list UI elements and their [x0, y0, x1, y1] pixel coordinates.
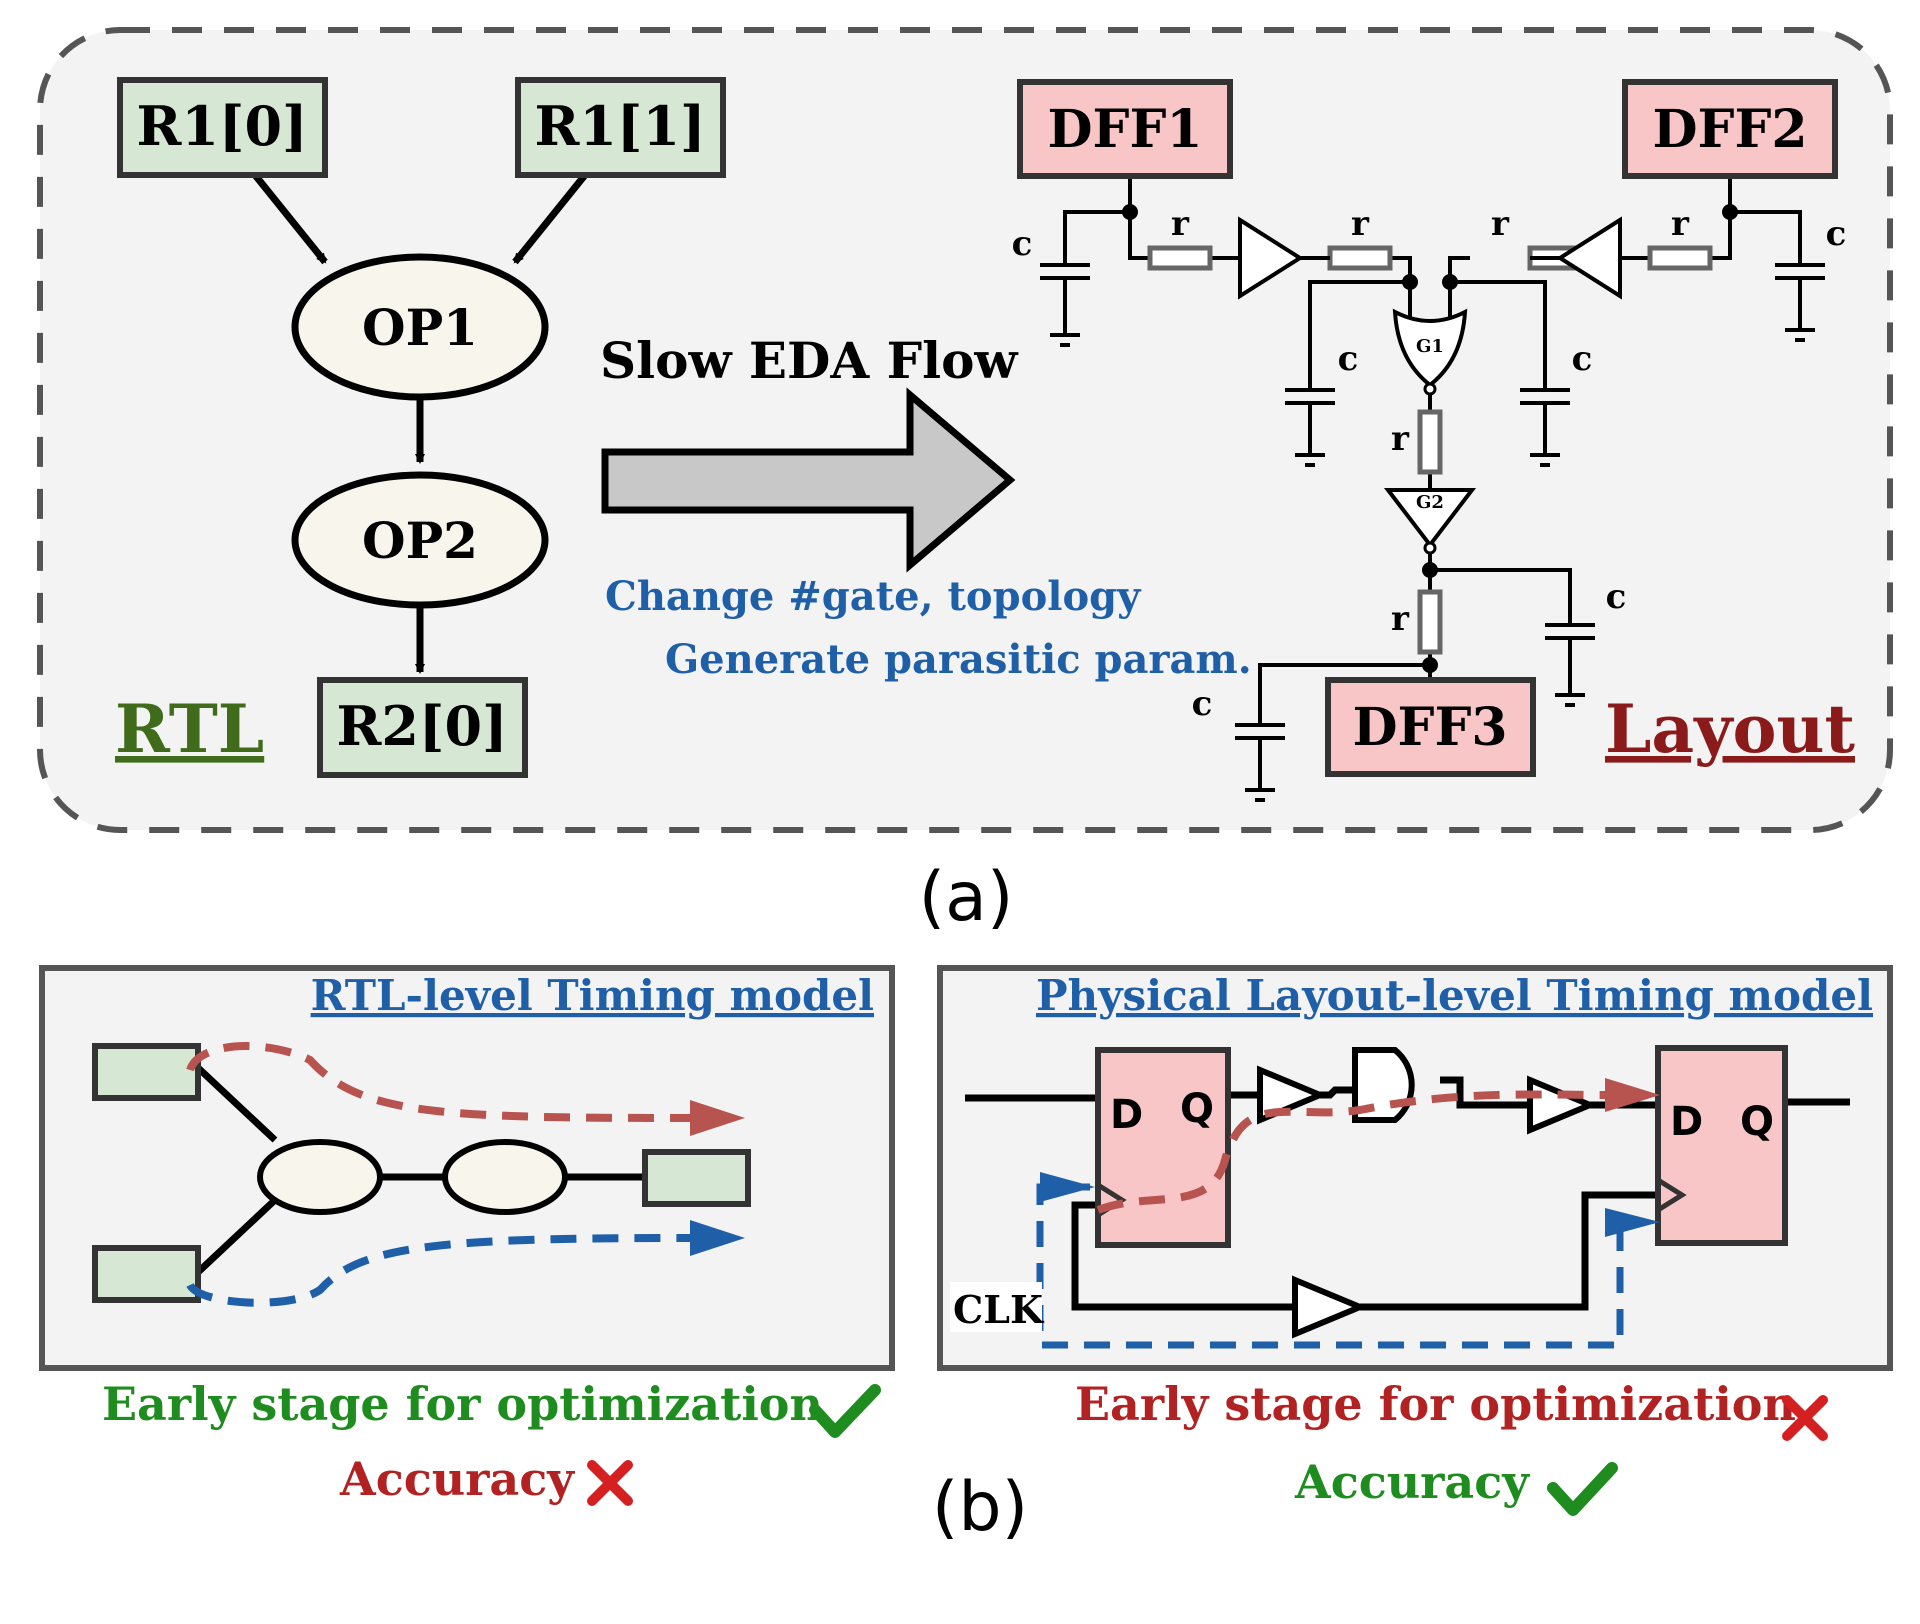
physical-blue-arrowhead-left [1040, 1172, 1095, 1202]
check-icon [1547, 1462, 1618, 1516]
physical-dff-left [1095, 1047, 1231, 1248]
layout-capacitors [1040, 263, 1825, 802]
clk-label-bg [950, 1282, 1042, 1332]
rtl-output-label: R2[0] [336, 694, 507, 758]
rtl-model-op-1 [257, 1139, 383, 1215]
physical-red-path [1096, 1090, 1611, 1214]
rtl-model-blue-arrowhead [690, 1220, 745, 1256]
dff-left-pin-q: Q [1180, 1086, 1214, 1132]
c-label-5: c [1606, 577, 1627, 617]
dff2-label: DFF2 [1652, 99, 1807, 160]
panel-b-right-title: Physical Layout-level Timing model [1036, 971, 1873, 1020]
rtl-model-in-0 [92, 1043, 201, 1101]
eda-flow-arrow [601, 387, 1016, 573]
dff-right-pin-d: D [1670, 1099, 1703, 1145]
dff-right-pin-q: Q [1740, 1099, 1774, 1145]
dff-right-clock-pin [1656, 1177, 1687, 1213]
clk-label: CLK [953, 1287, 1045, 1332]
rtl-model-out [642, 1149, 751, 1207]
layout-buffer-right [1556, 216, 1622, 300]
rtl-model-op-2 [442, 1139, 568, 1215]
physical-clk-buffer [1292, 1275, 1368, 1339]
gate-g2-label: G2 [1416, 492, 1444, 513]
dff3-label: DFF3 [1352, 697, 1507, 758]
physical-wires [965, 1076, 1850, 1311]
op-node-1 [291, 253, 549, 401]
r-label-5: r [1391, 419, 1410, 459]
right-accuracy-text: Accuracy [1294, 1455, 1530, 1509]
left-early-stage-text: Early stage for optimization [102, 1377, 823, 1431]
gate-g1-label: G1 [1416, 336, 1444, 357]
layout-label: Layout [1605, 690, 1856, 768]
rtl-model-edges [192, 1062, 648, 1278]
c-label-1: c [1012, 224, 1033, 264]
dff2-box [1622, 79, 1838, 179]
caption-a: (a) [919, 858, 1014, 937]
caption-b: (b) [932, 1468, 1028, 1547]
op-node-2 [291, 471, 549, 609]
r-label-6: r [1391, 599, 1410, 639]
dff1-box [1017, 79, 1233, 179]
cross-icon [587, 1460, 633, 1506]
physical-blue-arrowhead-right [1605, 1208, 1660, 1237]
r-label-3: r [1491, 204, 1510, 244]
layout-rc-labels: r r r r r r c c c c c c [1012, 204, 1847, 724]
dff1-label: DFF1 [1047, 99, 1202, 160]
rtl-model-blue-path [186, 1234, 691, 1307]
right-early-stage-text: Early stage for optimization [1075, 1377, 1796, 1431]
op-node-2-label: OP2 [362, 511, 478, 570]
rtl-input-label-1: R1[1] [534, 94, 705, 158]
c-label-3: c [1338, 339, 1359, 379]
rtl-label: RTL [115, 690, 264, 768]
rtl-input-label-0: R1[0] [136, 94, 307, 158]
rtl-input-box-0 [117, 77, 328, 178]
dff-left-pin-d: D [1110, 1092, 1143, 1138]
layout-junctions [1122, 204, 1738, 673]
left-accuracy-text: Accuracy [339, 1452, 575, 1506]
cross-icon [1782, 1395, 1828, 1441]
check-icon [809, 1384, 881, 1438]
gate-g1 [1392, 308, 1468, 388]
rtl-model-red-arrowhead [690, 1100, 745, 1136]
rtl-output-box [317, 677, 528, 778]
c-label-4: c [1572, 339, 1593, 379]
dff3-box [1325, 677, 1536, 777]
rtl-model-red-path [186, 1042, 691, 1122]
physical-buffer-1 [1257, 1065, 1328, 1125]
physical-red-arrowhead [1605, 1078, 1660, 1112]
op-node-1-label: OP1 [362, 298, 478, 357]
rtl-input-box-1 [515, 77, 726, 178]
physical-dff-right [1655, 1045, 1788, 1246]
layout-buffer-left [1238, 216, 1304, 300]
r-label-1: r [1171, 204, 1190, 244]
panel-b-left-title: RTL-level Timing model [311, 971, 874, 1020]
c-label-2: c [1826, 214, 1847, 254]
r-label-2: r [1351, 204, 1370, 244]
r-label-4: r [1671, 204, 1690, 244]
eda-flow-title: Slow EDA Flow [600, 331, 1019, 390]
eda-note-1: Change #gate, topology [605, 573, 1142, 620]
rtl-model-in-1 [92, 1245, 201, 1303]
gate-g2 [1383, 488, 1477, 549]
rtl-edges [252, 172, 588, 674]
eda-note-2: Generate parasitic param. [665, 636, 1252, 683]
c-label-6: c [1192, 684, 1213, 724]
